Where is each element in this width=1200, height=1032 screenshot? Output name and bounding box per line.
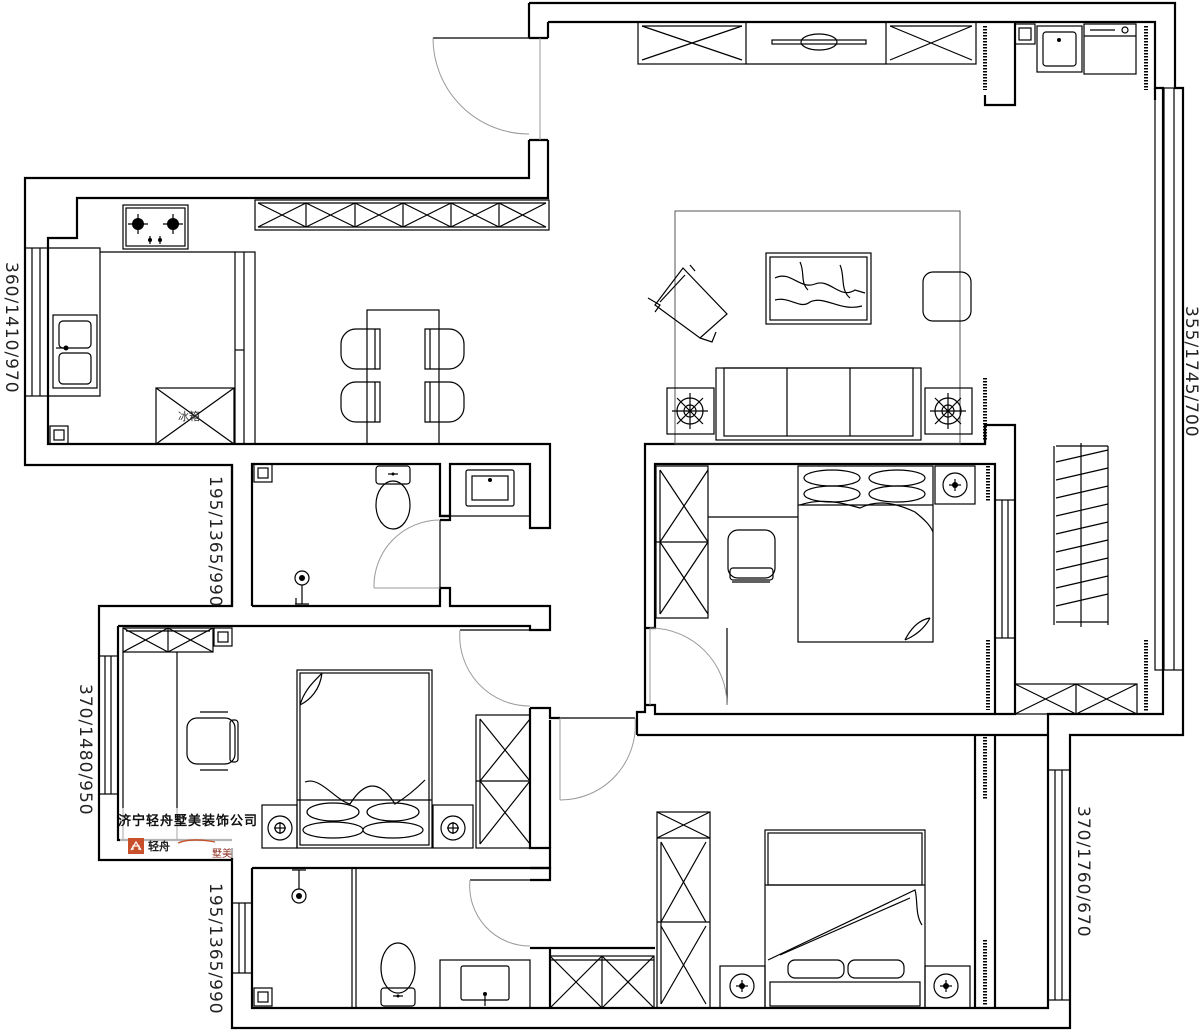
master-bedroom [655, 465, 976, 643]
nightstand-icon [719, 965, 971, 1009]
shower-icon [291, 869, 307, 904]
dim-east-upper: 355/1745/700 [1181, 306, 1200, 438]
gas-stove-icon [122, 204, 189, 250]
bed-icon [764, 829, 926, 1009]
outer-walls [23, 1, 1185, 1030]
toilet-icon [375, 465, 411, 530]
southeast-bedroom [549, 811, 971, 1009]
company-logo-icon: 轻舟 墅美 [128, 838, 232, 860]
upper-bathroom [253, 463, 531, 605]
wardrobe-icon [549, 811, 711, 1009]
lower-bathroom [253, 868, 531, 1009]
bed-icon [797, 465, 934, 643]
dim-bath-upper-west: 195/1365/990 [205, 476, 225, 608]
wardrobe-icon [655, 465, 709, 619]
living-room [637, 21, 977, 445]
wall-cabinet [122, 627, 233, 653]
armchair-icon [647, 264, 728, 343]
shower-icon [294, 570, 310, 605]
doors [373, 37, 728, 947]
kitchen: 冰箱 [48, 204, 256, 445]
desk-chair-icon [186, 711, 239, 771]
west-bedroom [122, 627, 531, 849]
company-watermark: 济宁轻舟墅美装饰公司 轻舟 墅美 [118, 808, 260, 860]
interior-walls [230, 423, 1048, 1008]
dining-table [366, 309, 440, 445]
bed-icon [296, 669, 433, 849]
side-table-icon [666, 387, 973, 435]
watermark-logo-right: 墅美 [212, 847, 232, 860]
watermark-logo-left: 轻舟 [148, 839, 170, 853]
fridge-label: 冰箱 [178, 409, 200, 423]
balcony [1014, 23, 1138, 715]
watermark-company-name: 济宁轻舟墅美装饰公司 [118, 813, 258, 829]
nightstand-icon [934, 465, 976, 505]
ottoman-icon [922, 271, 972, 322]
kitchen-sink-icon [52, 314, 98, 389]
storage-cabinet [254, 199, 550, 231]
toilet-icon [380, 942, 416, 1007]
dim-kitchen-west: 360/1410/970 [1, 262, 21, 394]
coffee-table-icon [765, 252, 872, 325]
washbasin-icon [439, 959, 531, 1009]
dim-bedroom-west: 370/1480/950 [75, 684, 95, 816]
laundry-sink-icon [1014, 23, 1137, 75]
washbasin-icon [449, 463, 531, 517]
tv-cabinet [637, 21, 977, 65]
wardrobe-icon [475, 714, 531, 849]
desk-chair-icon [727, 529, 776, 583]
nightstand-icon [261, 804, 474, 849]
dim-east-lower: 370/1760/670 [1073, 806, 1093, 938]
dimension-labels: 360/1410/970 195/1365/990 370/1480/950 1… [1, 262, 1200, 1015]
fridge-icon: 冰箱 [155, 387, 235, 445]
drying-rack-icon [1053, 443, 1109, 627]
dining-chairs [340, 328, 465, 423]
dining-area [254, 199, 550, 445]
dim-bath-lower-west: 195/1365/990 [205, 883, 225, 1015]
balcony-cabinet [1014, 683, 1138, 715]
windows [24, 87, 1184, 1001]
curtains [983, 26, 1148, 1006]
sofa-icon [715, 367, 922, 441]
